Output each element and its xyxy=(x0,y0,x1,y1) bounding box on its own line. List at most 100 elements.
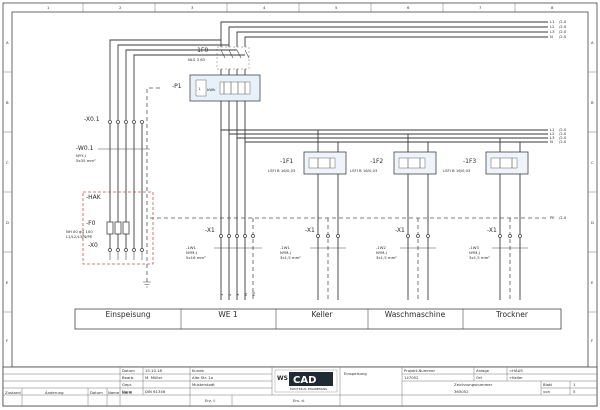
potential-ref: /2.0 xyxy=(559,29,567,34)
datum-value: 15.10.18 xyxy=(145,368,162,373)
terminal-x01: -X0.1 xyxy=(84,116,144,124)
potential-label: N xyxy=(550,34,553,39)
potential-ref: /2.0 xyxy=(559,131,567,136)
main-switch-spec: NLS 3 63 xyxy=(188,57,206,62)
row-label: B xyxy=(6,100,9,105)
bearb-label: Bearb. xyxy=(122,375,134,380)
potential-ref: /2.0 xyxy=(559,34,567,39)
row-label: D xyxy=(591,220,594,225)
meter-arrow-icon: ↓ xyxy=(198,86,201,91)
row-grid xyxy=(3,71,597,313)
terminal-pin: PE xyxy=(251,291,256,296)
blatt-value: 1 xyxy=(573,382,576,387)
terminal-pin: 1 xyxy=(219,293,224,296)
terminal-x1-tag: -X1 xyxy=(205,227,215,234)
logo-ws: WS xyxy=(277,375,288,382)
function-bar: Einspeisung WE 1 Keller Waschmaschine Tr… xyxy=(74,308,562,330)
logo-sub: ELECTRICAL ENGINEERING xyxy=(290,387,327,391)
fuse-f0-tag: -F0 xyxy=(86,220,96,227)
hak-box: -HAK -F0 NH 00 gG 100 L1/L2/L3/N/PE -X0 xyxy=(66,191,154,265)
function-label: Keller xyxy=(311,310,333,319)
row-labels-right: A B C D E F xyxy=(591,40,594,343)
row-label: B xyxy=(591,100,594,105)
row-label: A xyxy=(6,40,9,45)
cable-w01: -W0.1 NYY-J 5x35 mm² xyxy=(76,124,150,200)
potential-label: L1 xyxy=(550,127,555,132)
pe-label: PE xyxy=(550,215,555,220)
potential-label: L3 xyxy=(550,135,555,140)
column-label: 6 xyxy=(407,5,410,10)
function-label: Waschmaschine xyxy=(385,310,446,319)
zeichnung-label: Zeichnungsnummer xyxy=(454,382,493,387)
revision-header: Name xyxy=(108,390,120,395)
terminal-x1-tag: -X1 xyxy=(395,227,405,234)
mid-potential-labels: L1 L2 L3 N /2.0 /2.0 /2.0 /2.0 xyxy=(550,127,567,144)
cable-type: NYM-J xyxy=(376,250,387,255)
rcbo-1f3: -1F3 LSFI B 16/0,03 -X1 -1W3 NYM-J 3x1,5… xyxy=(443,138,529,300)
cable-type: NYM-J xyxy=(469,250,480,255)
potential-ref: /2.0 xyxy=(559,139,567,144)
cable-w01-tag: -W0.1 xyxy=(76,145,94,152)
rcbo-1f1: -1F1 LSFI B 16/0,03 -X1 -1W1 NYM-J 3x1,5… xyxy=(268,130,347,300)
top-potential-labels: L1 L2 L3 N /2.0 /2.0 /2.0 /2.0 xyxy=(550,19,567,39)
row-label: D xyxy=(6,220,9,225)
terminal-x1-tag: -X1 xyxy=(305,227,315,234)
zeichnung-value: 365052 xyxy=(454,389,469,394)
rcbo-spec: LSFI B 16/0,03 xyxy=(350,168,378,173)
bearb-value: M. Müller xyxy=(145,375,163,380)
page-title: Einspeisung xyxy=(344,371,367,376)
potential-label: L1 xyxy=(550,19,555,24)
datum-label: Datum xyxy=(122,368,135,373)
terminal-x1-tag: -X1 xyxy=(487,227,497,234)
cable-size: 5x16 mm² xyxy=(186,255,206,260)
gepr-label: Gepr. xyxy=(122,382,132,387)
revision-header: Änderung xyxy=(45,390,64,395)
revision-header: Datum xyxy=(90,390,103,395)
kunde-label: Kunde xyxy=(192,368,205,373)
incoming-feed xyxy=(109,39,245,120)
cable-w01-type: NYY-J xyxy=(76,153,86,158)
main-switch-tag: -1F0 xyxy=(195,47,208,54)
column-labels-top: 1 2 3 4 5 6 7 8 xyxy=(47,5,554,10)
column-label: 2 xyxy=(119,5,122,10)
main-switch-1f0: -1F0 NLS 3 63 xyxy=(188,46,250,70)
function-label: Trockner xyxy=(495,310,529,319)
cable-type: NYM-J xyxy=(280,250,291,255)
column-label: 7 xyxy=(479,5,482,10)
feeder-we1: -X1 -1W1 NYM-J 5x16 mm² 1 2 3 N PE xyxy=(186,130,262,300)
row-label: A xyxy=(591,40,594,45)
column-label: 8 xyxy=(551,5,554,10)
rcbo-spec: LSFI B 16/0,03 xyxy=(268,168,296,173)
function-label: Einspeisung xyxy=(105,310,150,319)
row-label: E xyxy=(6,280,9,285)
norm-value: DIN 61346 xyxy=(145,389,166,394)
kunde-value: Alte Str. 1a xyxy=(192,375,213,380)
terminal-x0-tag: -X0 xyxy=(88,242,98,249)
von-label: von xyxy=(543,389,551,394)
cable-tag: -1W3 xyxy=(469,245,480,250)
row-label: C xyxy=(6,160,9,165)
potential-label: L2 xyxy=(550,131,555,136)
rcbo-1f2: -1F2 LSFI B 16/0,03 -X1 -1W2 NYM-J 3x1,5… xyxy=(350,134,437,300)
logo-cad: CAD xyxy=(293,375,316,386)
blatt-label: Blatt xyxy=(543,382,552,387)
potential-label: L3 xyxy=(550,29,555,34)
rcbo-tag: -1F2 xyxy=(370,158,383,165)
rcbo-tag: -1F1 xyxy=(280,158,293,165)
cable-tag: -1W1 xyxy=(186,245,197,250)
function-label: WE 1 xyxy=(218,310,238,319)
row-labels-left: A B C D E F xyxy=(6,40,9,343)
cable-type: NYM-J xyxy=(186,250,197,255)
cable-size: 3x1,5 mm² xyxy=(376,255,397,260)
top-busbar xyxy=(220,21,548,47)
projekt-value: 147052 xyxy=(404,375,419,380)
terminal-pin: N xyxy=(243,293,248,296)
anlage-label: Anlage xyxy=(476,368,490,373)
revision-header: Norm xyxy=(122,390,133,395)
column-label: 3 xyxy=(191,5,194,10)
meter-outgoing xyxy=(220,101,548,143)
potential-ref: /2.0 xyxy=(559,24,567,29)
kunde-value: Musterstadt xyxy=(192,382,215,387)
potential-ref: /2.0 xyxy=(559,127,567,132)
